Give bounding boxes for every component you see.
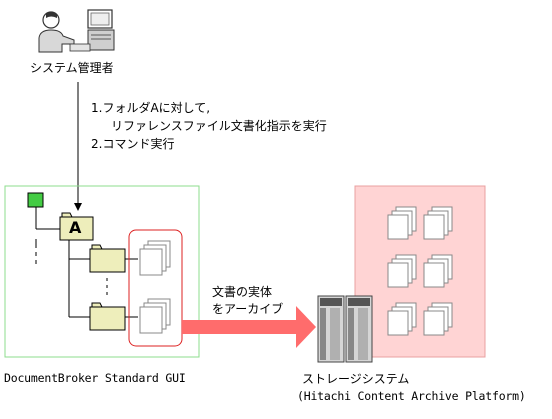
folder-icon [59,212,94,241]
root-node-icon [27,192,44,208]
user-icon [38,11,75,53]
document-stack-icon [139,240,171,276]
actor-label: システム管理者 [30,61,114,75]
archive-arrow [182,306,316,348]
document-stack-icon [387,254,417,288]
document-stack-icon [423,254,453,288]
gui-frame [4,185,200,358]
document-stack-icon [387,302,417,336]
document-stack-icon [139,298,171,334]
storage-caption-line-2: (Hitachi Content Archive Platform) [297,389,526,403]
document-stack-icon [423,206,453,240]
storage-area [354,185,486,358]
step-1-line-2: リファレンスファイル文書化指示を実行 [111,119,327,133]
selected-documents-highlight [128,229,183,347]
folder-a-label: A [69,218,82,237]
folder-icon [89,244,126,273]
server-icon [317,295,373,363]
step-2: 2.コマンド実行 [91,137,175,151]
archive-label-line-1: 文書の実体 [212,285,273,299]
computer-icon [69,9,115,52]
gui-caption: DocumentBroker Standard GUI [4,371,186,385]
archive-label-line-2: をアーカイブ [212,302,284,316]
tree-lines [35,207,138,318]
storage-caption-line-1: ストレージシステム [302,372,410,386]
document-stack-icon [387,206,417,240]
step-1-line-1: 1.フォルダAに対して, [91,101,211,115]
folder-icon [89,302,126,331]
document-stack-icon [423,302,453,336]
